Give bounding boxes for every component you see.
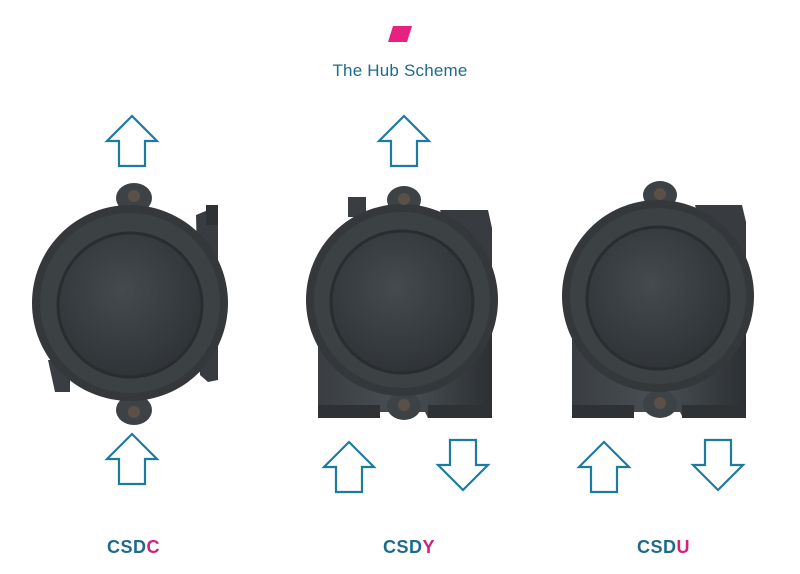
variant-label-csdy: CSDY xyxy=(383,537,435,558)
csdy-enclosure xyxy=(306,186,498,420)
variant-label-csdc: CSDC xyxy=(107,537,160,558)
csdu-enclosure xyxy=(562,181,754,418)
variant-label-prefix: CSD xyxy=(383,537,423,557)
csdc-top-up-arrow-icon xyxy=(105,114,159,168)
csdy-bottom-left-up-arrow-icon xyxy=(322,440,376,494)
variant-label-prefix: CSD xyxy=(637,537,677,557)
variant-label-suffix: U xyxy=(676,537,691,557)
csdy-top-up-arrow-icon xyxy=(377,114,431,168)
variant-label-suffix: Y xyxy=(422,537,436,557)
variant-label-prefix: CSD xyxy=(107,537,147,557)
variant-label-suffix: C xyxy=(146,537,161,557)
hub-scheme-logo-icon xyxy=(388,26,412,42)
csdu-bottom-right-down-arrow-icon xyxy=(691,438,745,492)
variant-label-csdu: CSDU xyxy=(637,537,690,558)
csdc-enclosure xyxy=(32,183,228,425)
page-title: The Hub Scheme xyxy=(332,61,468,80)
csdc-bottom-up-arrow-icon xyxy=(105,432,159,486)
csdy-bottom-right-down-arrow-icon xyxy=(436,438,490,492)
csdu-bottom-left-up-arrow-icon xyxy=(577,440,631,494)
